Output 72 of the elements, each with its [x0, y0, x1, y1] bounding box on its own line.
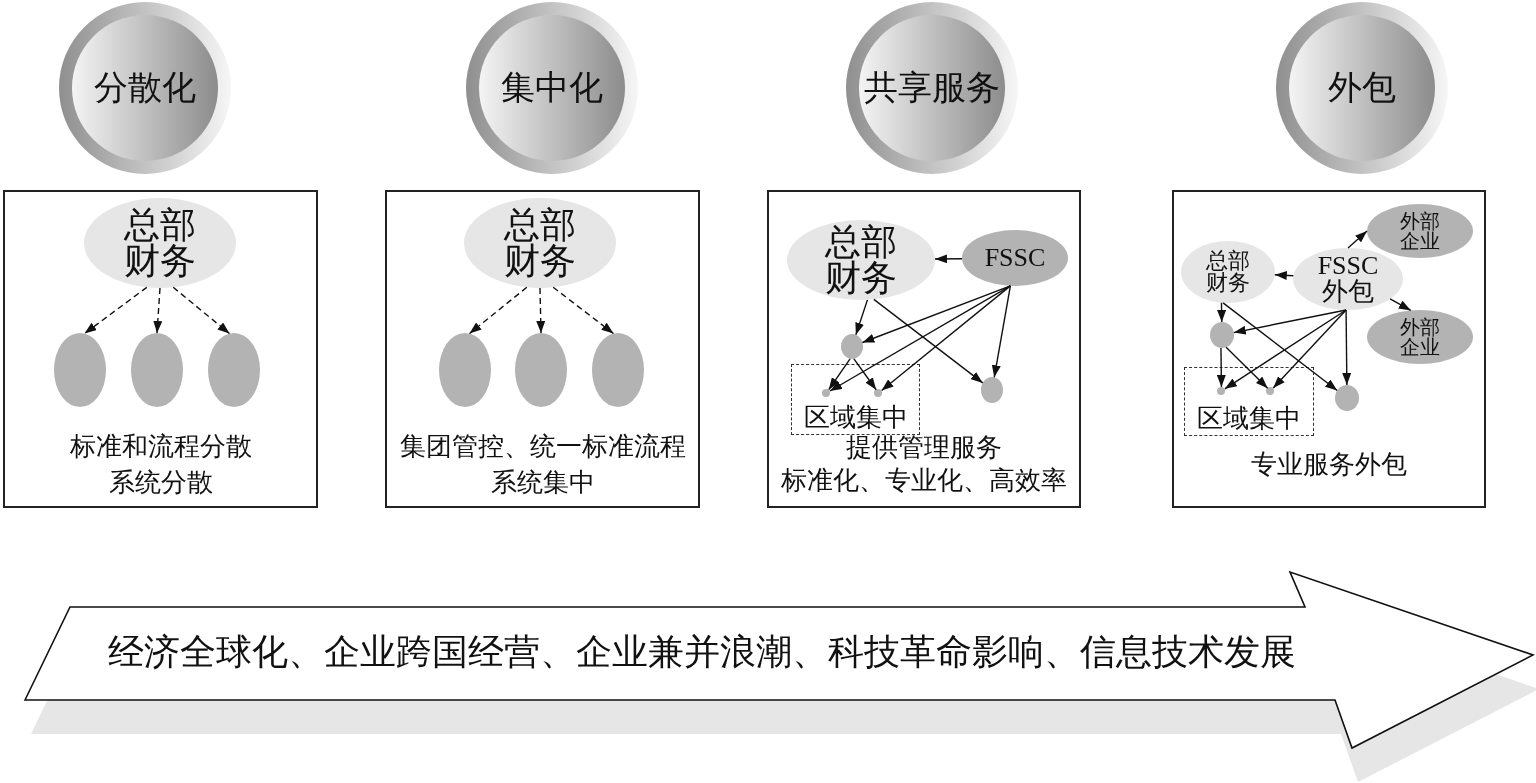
node-label: 总部财务: [824, 224, 898, 296]
ellipse-node: [439, 333, 491, 407]
region-label: 区域集中: [1197, 404, 1301, 432]
panel-caption: 标准和流程分散: [69, 431, 252, 463]
stage-circle: [845, 1, 1019, 175]
dashed-arrow: [153, 287, 163, 334]
dashed-arrow: [552, 286, 615, 335]
node-label: 外部企业: [1399, 211, 1441, 251]
stage-label: 外包: [1328, 71, 1396, 105]
panel-caption: 标准化、专业化、高效率: [781, 465, 1067, 497]
ellipse-node: [208, 333, 260, 407]
arrow: [1233, 309, 1347, 335]
ellipse-node: [981, 377, 1003, 403]
node-label: 外部企业: [1399, 317, 1441, 357]
stage-panel: [3, 190, 318, 508]
dot-node: [874, 388, 882, 397]
arrow: [1216, 347, 1226, 388]
panel-caption: 提供管理服务: [846, 432, 1002, 464]
ellipse-node: [841, 334, 863, 359]
node-label: FSSC: [984, 245, 1046, 271]
node-label: 总部财务: [503, 207, 577, 279]
arrow: [1274, 270, 1294, 280]
dashed-region-box: [791, 364, 920, 435]
ellipse-node: [1335, 385, 1359, 411]
arrow: [934, 254, 963, 264]
arrow: [991, 285, 1012, 378]
stage-circle: [1275, 1, 1449, 175]
arrow: [1389, 298, 1412, 312]
node-label: 总部财务: [1205, 250, 1251, 294]
arrow: [855, 299, 869, 336]
banner-arrow: [22, 568, 1536, 783]
arrow: [1217, 302, 1227, 323]
arrow: [1342, 309, 1352, 386]
stage-circle: [58, 1, 232, 175]
dot-node: [1217, 386, 1225, 395]
arrow: [1222, 302, 1338, 392]
ellipse-node: [1293, 248, 1403, 310]
dot-node: [822, 388, 830, 397]
stage-panel: [767, 190, 1081, 508]
panel-caption: 专业服务外包: [1251, 449, 1407, 481]
arrow: [829, 285, 1012, 392]
region-label: 区域集中: [803, 403, 908, 431]
dashed-arrow: [83, 286, 148, 335]
arrow: [853, 358, 877, 391]
stage-circle: [465, 1, 639, 175]
arrow: [1272, 309, 1347, 389]
stage-panel: [1172, 190, 1486, 508]
dashed-arrow: [172, 286, 231, 335]
arrow: [873, 298, 984, 384]
arrow: [1224, 309, 1347, 390]
panel-caption: 系统分散: [108, 467, 213, 499]
stage-panel: [385, 190, 700, 508]
dashed-region-box: [1184, 367, 1314, 436]
stage-label: 集中化: [501, 71, 603, 105]
node-label: 总部财务: [123, 207, 197, 279]
dashed-arrow: [468, 286, 528, 335]
arrow: [1225, 346, 1269, 389]
banner-text: 经济全球化、企业跨国经营、企业兼并浪潮、科技革命影响、信息技术发展: [108, 634, 1296, 670]
arrow: [828, 358, 851, 391]
panel-caption: 集团管控、统一标准流程: [399, 431, 686, 463]
arrow: [880, 285, 1012, 392]
ellipse-node: [54, 333, 106, 407]
node-label: FSSC 外包: [1316, 253, 1380, 305]
panel-caption: 系统集中: [490, 467, 595, 499]
dashed-arrow: [536, 287, 546, 334]
arrow: [861, 285, 1012, 344]
arrow: [1347, 230, 1368, 249]
stage-label: 分散化: [94, 71, 196, 105]
dot-node: [1266, 386, 1274, 395]
ellipse-node: [1210, 322, 1234, 348]
stage-label: 共享服务: [864, 71, 1000, 105]
ellipse-node: [592, 333, 644, 407]
